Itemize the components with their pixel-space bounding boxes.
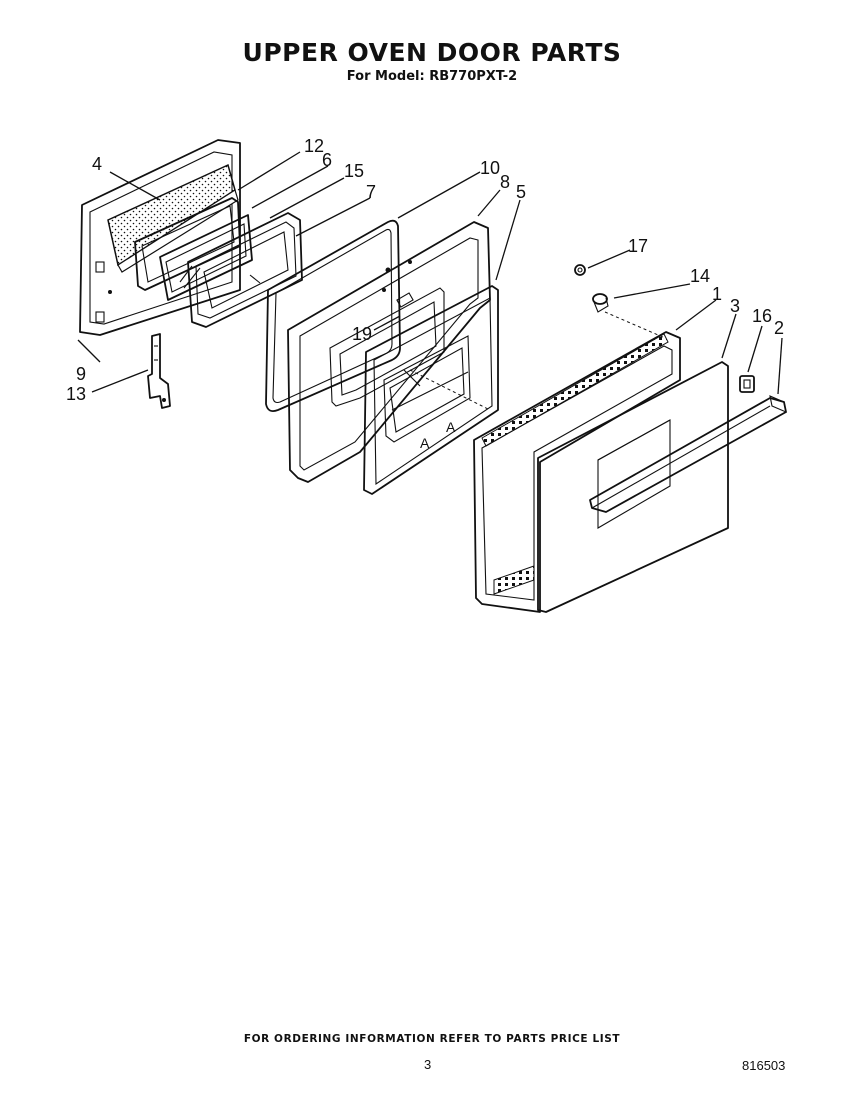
part-bumper <box>592 293 609 313</box>
part-glass-pack <box>159 214 253 301</box>
callout-7: 7 <box>366 182 376 202</box>
callout-16: 16 <box>752 306 772 326</box>
page-title: UPPER OVEN DOOR PARTS <box>242 38 622 67</box>
callout-12: 12 <box>304 136 324 156</box>
svg-text:A: A <box>420 435 430 451</box>
callout-8: 8 <box>500 172 510 192</box>
callout-4: 4 <box>92 154 102 174</box>
part-door-frame: A A <box>363 285 499 495</box>
document-number: 816503 <box>742 1058 786 1073</box>
part-glass-frame <box>187 212 303 328</box>
callout-14: 14 <box>690 266 710 286</box>
part-outer-door-panel <box>473 331 681 613</box>
callout-3: 3 <box>730 296 740 316</box>
svg-text:A: A <box>446 419 456 435</box>
ordering-info-note: FOR ORDERING INFORMATION REFER TO PARTS … <box>243 1033 621 1045</box>
part-outer-glass <box>537 361 729 613</box>
callout-1: 1 <box>712 284 722 304</box>
callout-5: 5 <box>516 182 526 202</box>
callout-19: 19 <box>352 324 372 344</box>
callout-9: 9 <box>76 364 86 384</box>
part-hinge <box>147 333 171 409</box>
part-door-gasket <box>265 219 401 413</box>
callout-17: 17 <box>628 236 648 256</box>
part-door-handle <box>589 395 787 513</box>
callout-2: 2 <box>774 318 784 338</box>
callout-15: 15 <box>344 161 364 181</box>
callout-6: 6 <box>322 150 332 170</box>
callout-13: 13 <box>66 384 86 404</box>
callout-10: 10 <box>480 158 500 178</box>
part-screw <box>574 264 586 276</box>
part-inner-liner <box>79 139 241 336</box>
leader-lines <box>77 151 783 395</box>
model-subtitle: For Model: RB770PXT-2 <box>346 69 518 84</box>
part-inner-glass <box>134 197 241 291</box>
part-inner-door-panel <box>287 221 491 483</box>
part-end-cap <box>739 375 755 393</box>
page-number: 3 <box>424 1057 432 1072</box>
